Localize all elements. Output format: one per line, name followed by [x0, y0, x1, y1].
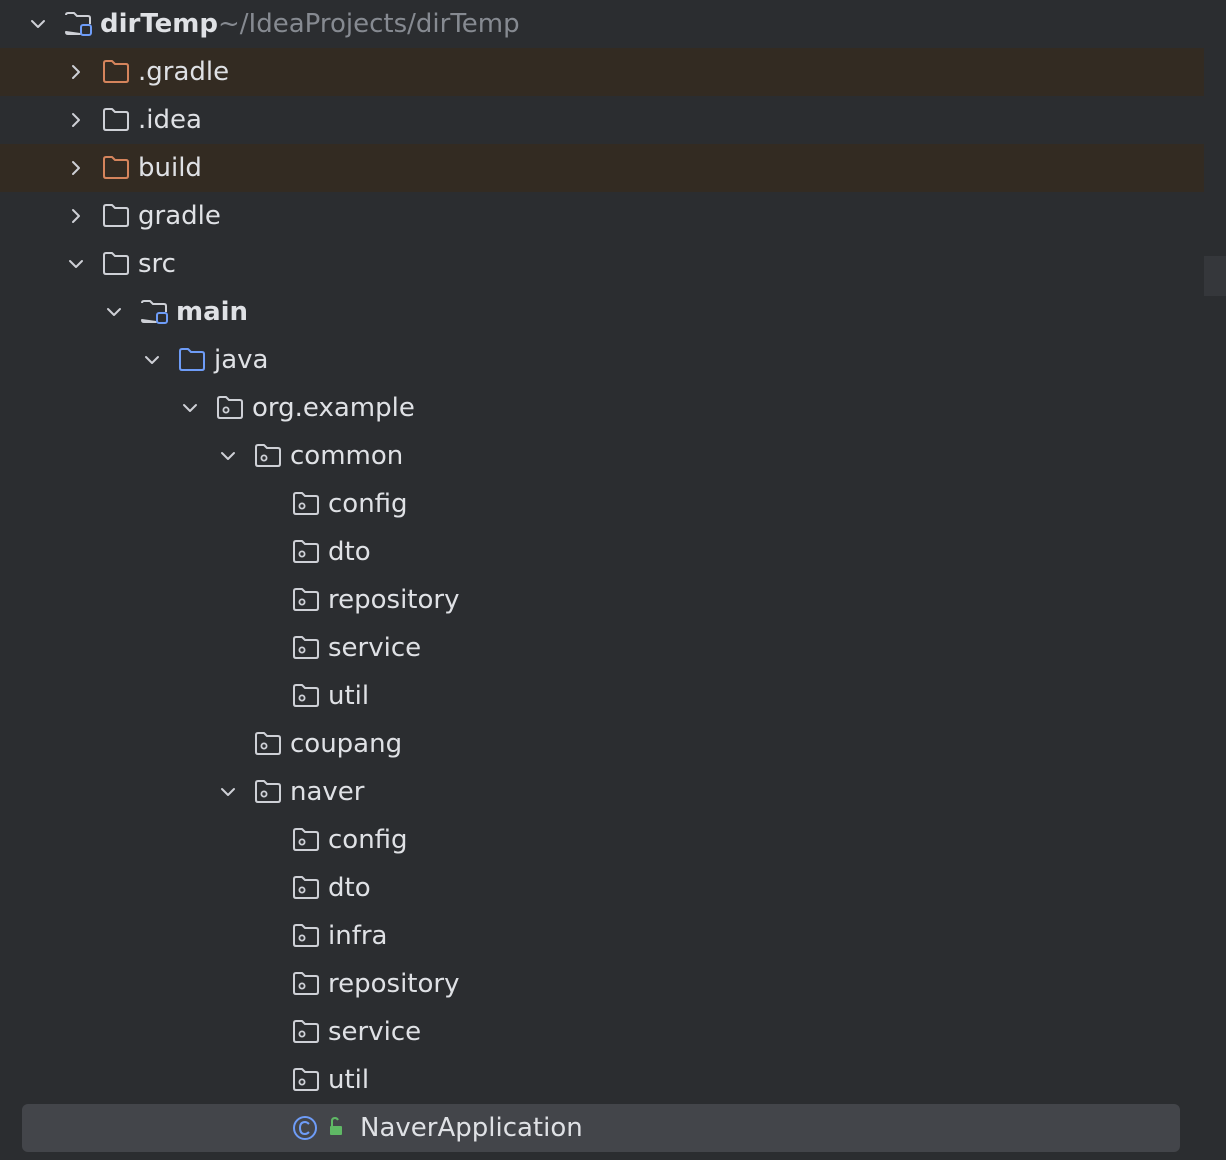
- chevron-right-icon[interactable]: [66, 62, 86, 82]
- tree-row[interactable]: repository: [0, 576, 1204, 624]
- tree-item-label: dto: [328, 873, 371, 903]
- module-folder-icon: [64, 10, 92, 38]
- package-icon: [254, 730, 282, 758]
- folder-icon: [102, 106, 130, 134]
- tree-item-label: util: [328, 681, 370, 711]
- tree-item-label: dirTemp: [100, 9, 218, 39]
- tree-item-label: config: [328, 825, 408, 855]
- package-icon: [254, 442, 282, 470]
- tree-row[interactable]: main: [0, 288, 1204, 336]
- vertical-scrollbar[interactable]: [1204, 0, 1226, 1160]
- tree-row[interactable]: .gradle: [0, 48, 1204, 96]
- tree-row[interactable]: dto: [0, 864, 1204, 912]
- package-icon: [292, 586, 320, 614]
- tree-row[interactable]: dirTemp~/IdeaProjects/dirTemp: [0, 0, 1204, 48]
- tree-item-label: infra: [328, 921, 388, 951]
- package-icon: [292, 826, 320, 854]
- tree-item-label: coupang: [290, 729, 403, 759]
- chevron-down-icon[interactable]: [28, 14, 48, 34]
- tree-row[interactable]: service: [0, 624, 1204, 672]
- tree-row[interactable]: service: [0, 1008, 1204, 1056]
- package-icon: [292, 1018, 320, 1046]
- tree-row[interactable]: naver: [0, 768, 1204, 816]
- chevron-down-icon[interactable]: [142, 350, 162, 370]
- tree-item-label: NaverApplication: [360, 1113, 583, 1143]
- tree-item-label: repository: [328, 585, 460, 615]
- tree-item-label: org.example: [252, 393, 415, 423]
- package-icon: [292, 538, 320, 566]
- tree-item-label: service: [328, 1017, 422, 1047]
- excluded-folder-icon: [102, 58, 130, 86]
- tree-item-label: src: [138, 249, 176, 279]
- tree-row[interactable]: util: [0, 1056, 1204, 1104]
- chevron-right-icon[interactable]: [66, 110, 86, 130]
- module-folder-icon: [140, 298, 168, 326]
- tree-item-label: service: [328, 633, 422, 663]
- tree-row[interactable]: util: [0, 672, 1204, 720]
- tree-row[interactable]: NaverApplication: [22, 1104, 1180, 1152]
- chevron-down-icon[interactable]: [218, 782, 238, 802]
- tree-row[interactable]: repository: [0, 960, 1204, 1008]
- tree-item-label: build: [138, 153, 202, 183]
- chevron-down-icon[interactable]: [66, 254, 86, 274]
- tree-row[interactable]: dto: [0, 528, 1204, 576]
- tree-row[interactable]: src: [0, 240, 1204, 288]
- tree-row[interactable]: common: [0, 432, 1204, 480]
- tree-row[interactable]: infra: [0, 912, 1204, 960]
- tree-row[interactable]: java: [0, 336, 1204, 384]
- tree-item-label: main: [176, 297, 249, 327]
- tree-row[interactable]: coupang: [0, 720, 1204, 768]
- tree-row[interactable]: config: [0, 480, 1204, 528]
- chevron-down-icon[interactable]: [180, 398, 200, 418]
- tree-item-label: repository: [328, 969, 460, 999]
- project-path: ~/IdeaProjects/dirTemp: [218, 9, 520, 39]
- tree-item-label: naver: [290, 777, 365, 807]
- tree-item-label: util: [328, 1065, 370, 1095]
- package-icon: [292, 922, 320, 950]
- tree-row[interactable]: config: [0, 816, 1204, 864]
- tree-item-label: gradle: [138, 201, 221, 231]
- package-icon: [292, 634, 320, 662]
- tree-item-label: .idea: [138, 105, 202, 135]
- tree-row[interactable]: gradle: [0, 192, 1204, 240]
- tree-item-label: .gradle: [138, 57, 230, 87]
- tree-item-label: common: [290, 441, 404, 471]
- tree-row[interactable]: .idea: [0, 96, 1204, 144]
- folder-icon: [102, 250, 130, 278]
- package-icon: [292, 682, 320, 710]
- folder-icon: [102, 202, 130, 230]
- excluded-folder-icon: [102, 154, 130, 182]
- java-class-icon: [292, 1114, 320, 1142]
- unlock-icon: [324, 1114, 352, 1142]
- package-icon: [254, 778, 282, 806]
- package-icon: [216, 394, 244, 422]
- package-icon: [292, 874, 320, 902]
- package-icon: [292, 970, 320, 998]
- chevron-down-icon[interactable]: [218, 446, 238, 466]
- tree-row[interactable]: org.example: [0, 384, 1204, 432]
- package-icon: [292, 490, 320, 518]
- tree-item-label: dto: [328, 537, 371, 567]
- tree-item-label: config: [328, 489, 408, 519]
- tree-row[interactable]: build: [0, 144, 1204, 192]
- scrollbar-thumb[interactable]: [1204, 256, 1226, 296]
- chevron-down-icon[interactable]: [104, 302, 124, 322]
- source-folder-icon: [178, 346, 206, 374]
- package-icon: [292, 1066, 320, 1094]
- chevron-right-icon[interactable]: [66, 206, 86, 226]
- tree-item-label: java: [214, 345, 269, 375]
- chevron-right-icon[interactable]: [66, 158, 86, 178]
